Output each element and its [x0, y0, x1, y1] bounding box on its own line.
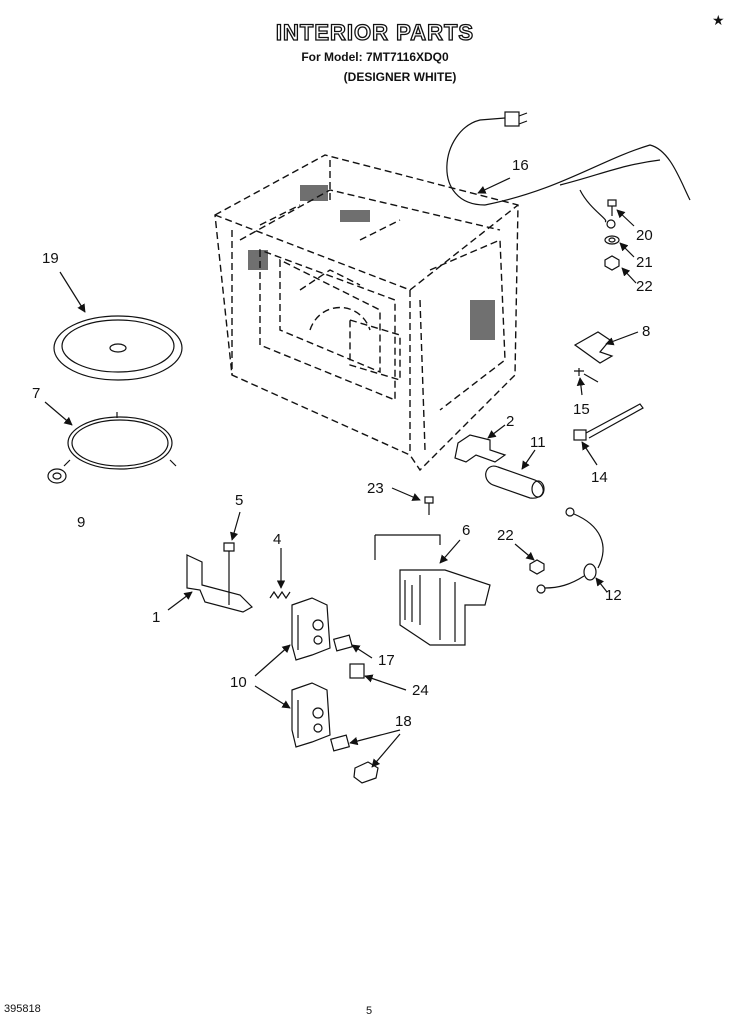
callout-10: 10: [230, 674, 247, 691]
screw-15: [574, 368, 599, 383]
screw-5: [223, 542, 235, 605]
switch-24: [349, 663, 365, 679]
coupler: [47, 468, 67, 484]
callout-15: 15: [573, 401, 590, 418]
switch-18a: [329, 734, 351, 752]
leader-lines: [44, 177, 639, 768]
wire-harness-12: [536, 507, 604, 594]
document-number: 395818: [4, 1003, 41, 1015]
callout-8: 8: [642, 323, 650, 340]
latch-upper: [291, 597, 331, 661]
glass-tray: [53, 315, 183, 381]
callout-labels: 19 7 9 16 20 21 22 8 15 14 2 11 23 5 4 6…: [32, 157, 653, 730]
callout-17: 17: [378, 652, 395, 669]
callout-22: 22: [636, 278, 653, 295]
roller-ring: [63, 412, 177, 470]
bracket-1: [186, 554, 253, 613]
star-icon: ★: [712, 12, 725, 28]
callout-24: 24: [412, 682, 429, 699]
callout-23: 23: [367, 480, 384, 497]
callout-4: 4: [273, 531, 281, 548]
callout-21: 21: [636, 254, 653, 271]
model-variant: (DESIGNER WHITE): [343, 70, 457, 84]
power-cord: [446, 111, 691, 229]
callout-2: 2: [506, 413, 514, 430]
oven-cavity: [214, 154, 519, 472]
screw-washer-nut: [604, 199, 620, 271]
screw-23: [424, 496, 434, 515]
callout-14: 14: [591, 469, 608, 486]
callout-12: 12: [605, 587, 622, 604]
callout-20: 20: [636, 227, 653, 244]
capacitor-bracket: [454, 434, 507, 463]
transformer: [374, 534, 491, 646]
latch-lower: [291, 682, 331, 748]
switch-17: [332, 634, 354, 652]
callout-19: 19: [42, 250, 59, 267]
page-number: 5: [366, 1005, 373, 1017]
model-number: For Model: 7MT7116XDQ0: [301, 50, 449, 64]
callout-9: 9: [77, 514, 85, 531]
bracket-8: [573, 331, 614, 364]
cable-tie-14: [573, 403, 644, 441]
callout-1: 1: [152, 609, 160, 626]
switch-18b: [353, 761, 379, 784]
callout-16: 16: [512, 157, 529, 174]
callout-18: 18: [395, 713, 412, 730]
page-title: INTERIOR PARTS: [275, 19, 475, 45]
spring-4: [269, 590, 291, 600]
nut-22: [529, 559, 545, 575]
callout-6: 6: [462, 522, 470, 539]
capacitor: [485, 465, 545, 499]
callout-5: 5: [235, 492, 243, 509]
callout-22b: 22: [497, 527, 514, 544]
callout-7: 7: [32, 385, 40, 402]
callout-11: 11: [530, 434, 546, 451]
cavity-vents: [248, 185, 495, 340]
